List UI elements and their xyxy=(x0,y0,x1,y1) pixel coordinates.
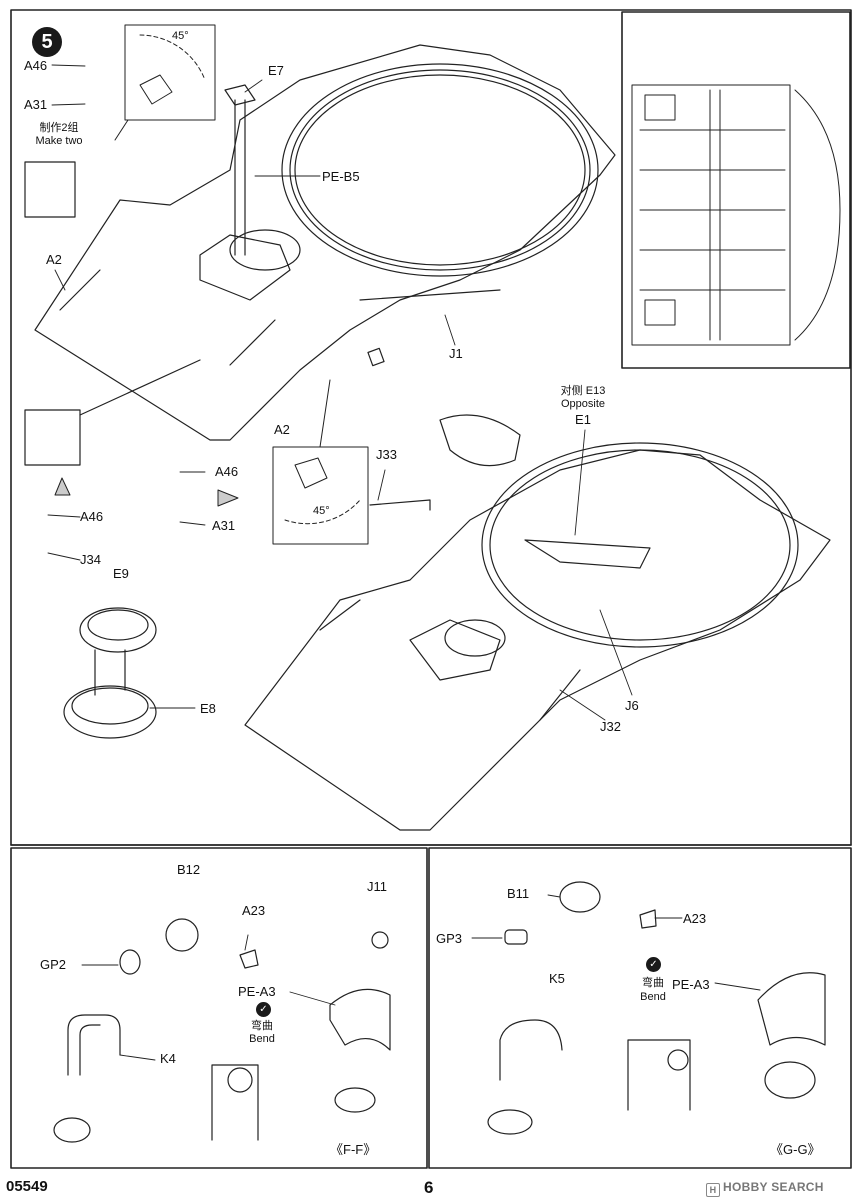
hull-deck-bottom xyxy=(244,414,831,831)
label-pe-a3-left: PE-A3 xyxy=(238,984,276,999)
label-b11: B11 xyxy=(507,886,530,901)
hull-deck-top xyxy=(34,44,616,441)
watermark-text: HOBBY SEARCH xyxy=(723,1180,824,1194)
label-j32: J32 xyxy=(600,719,621,734)
detail-box-left-1 xyxy=(24,161,76,218)
step-number-badge: 5 xyxy=(32,27,62,57)
hatch-e9-e8 xyxy=(63,607,157,739)
label-j1: J1 xyxy=(449,346,463,361)
gg-detail xyxy=(487,881,826,1135)
label-j33: J33 xyxy=(376,447,397,462)
panel-frame-main xyxy=(10,9,852,846)
watermark-logo-icon: H xyxy=(706,1183,720,1197)
label-a46-top: A46 xyxy=(24,58,48,73)
label-e1: E1 xyxy=(575,412,591,427)
label-bend-cn-left: 弯曲 xyxy=(251,1020,273,1032)
bend-mark-icon-right: ✓ xyxy=(646,957,661,972)
label-angle-top: 45° xyxy=(172,30,189,42)
ff-detail xyxy=(53,918,391,1143)
label-a31-mid: A31 xyxy=(212,518,236,533)
label-j34: J34 xyxy=(80,552,101,567)
label-view-ff: 《F-F》 xyxy=(330,1142,377,1157)
label-e9: E9 xyxy=(113,566,129,581)
detail-box-mid xyxy=(272,379,369,545)
label-e8: E8 xyxy=(200,701,216,716)
bend-mark-icon-left: ✓ xyxy=(256,1002,271,1017)
inset-top-right-frame xyxy=(621,11,851,369)
label-gp3: GP3 xyxy=(436,931,463,946)
label-gp2: GP2 xyxy=(40,957,67,972)
label-a46-low: A46 xyxy=(80,509,104,524)
label-a46-mid: A46 xyxy=(215,464,239,479)
arrows xyxy=(54,477,239,507)
label-j11: J11 xyxy=(367,879,387,894)
label-j6: J6 xyxy=(625,698,639,713)
label-b12: B12 xyxy=(177,862,201,877)
leader-lines xyxy=(47,64,761,1061)
label-pe-b5: PE-B5 xyxy=(322,169,360,184)
label-opposite-en: Opposite xyxy=(560,398,606,410)
label-make-two-cn: 制作2组 xyxy=(39,122,79,134)
label-bend-cn-right: 弯曲 xyxy=(642,977,664,989)
label-angle-mid: 45° xyxy=(313,505,330,517)
label-make-two-en: Make two xyxy=(35,135,83,147)
panel-frame-gg xyxy=(428,847,852,1169)
label-view-gg: 《G-G》 xyxy=(770,1142,821,1157)
inset-rack-drawing xyxy=(631,84,841,346)
label-a23-right: A23 xyxy=(683,911,707,926)
detail-box-left-2 xyxy=(24,409,81,466)
label-pe-a3-right: PE-A3 xyxy=(672,977,710,992)
label-bend-en-left: Bend xyxy=(249,1033,275,1045)
label-k5: K5 xyxy=(549,971,565,986)
product-code: 05549 xyxy=(6,1178,48,1195)
label-opposite-cn: 对侧 E13 xyxy=(560,385,606,397)
label-a2-mid: A2 xyxy=(274,422,290,437)
page-number: 6 xyxy=(424,1178,434,1197)
label-a23-left: A23 xyxy=(242,903,266,918)
panel-frame-ff xyxy=(10,847,428,1169)
detail-box-top xyxy=(114,24,216,141)
label-a2-left: A2 xyxy=(46,252,62,267)
label-a31-top: A31 xyxy=(24,97,48,112)
label-e7: E7 xyxy=(268,63,284,78)
label-bend-en-right: Bend xyxy=(640,991,666,1003)
label-k4: K4 xyxy=(160,1051,176,1066)
